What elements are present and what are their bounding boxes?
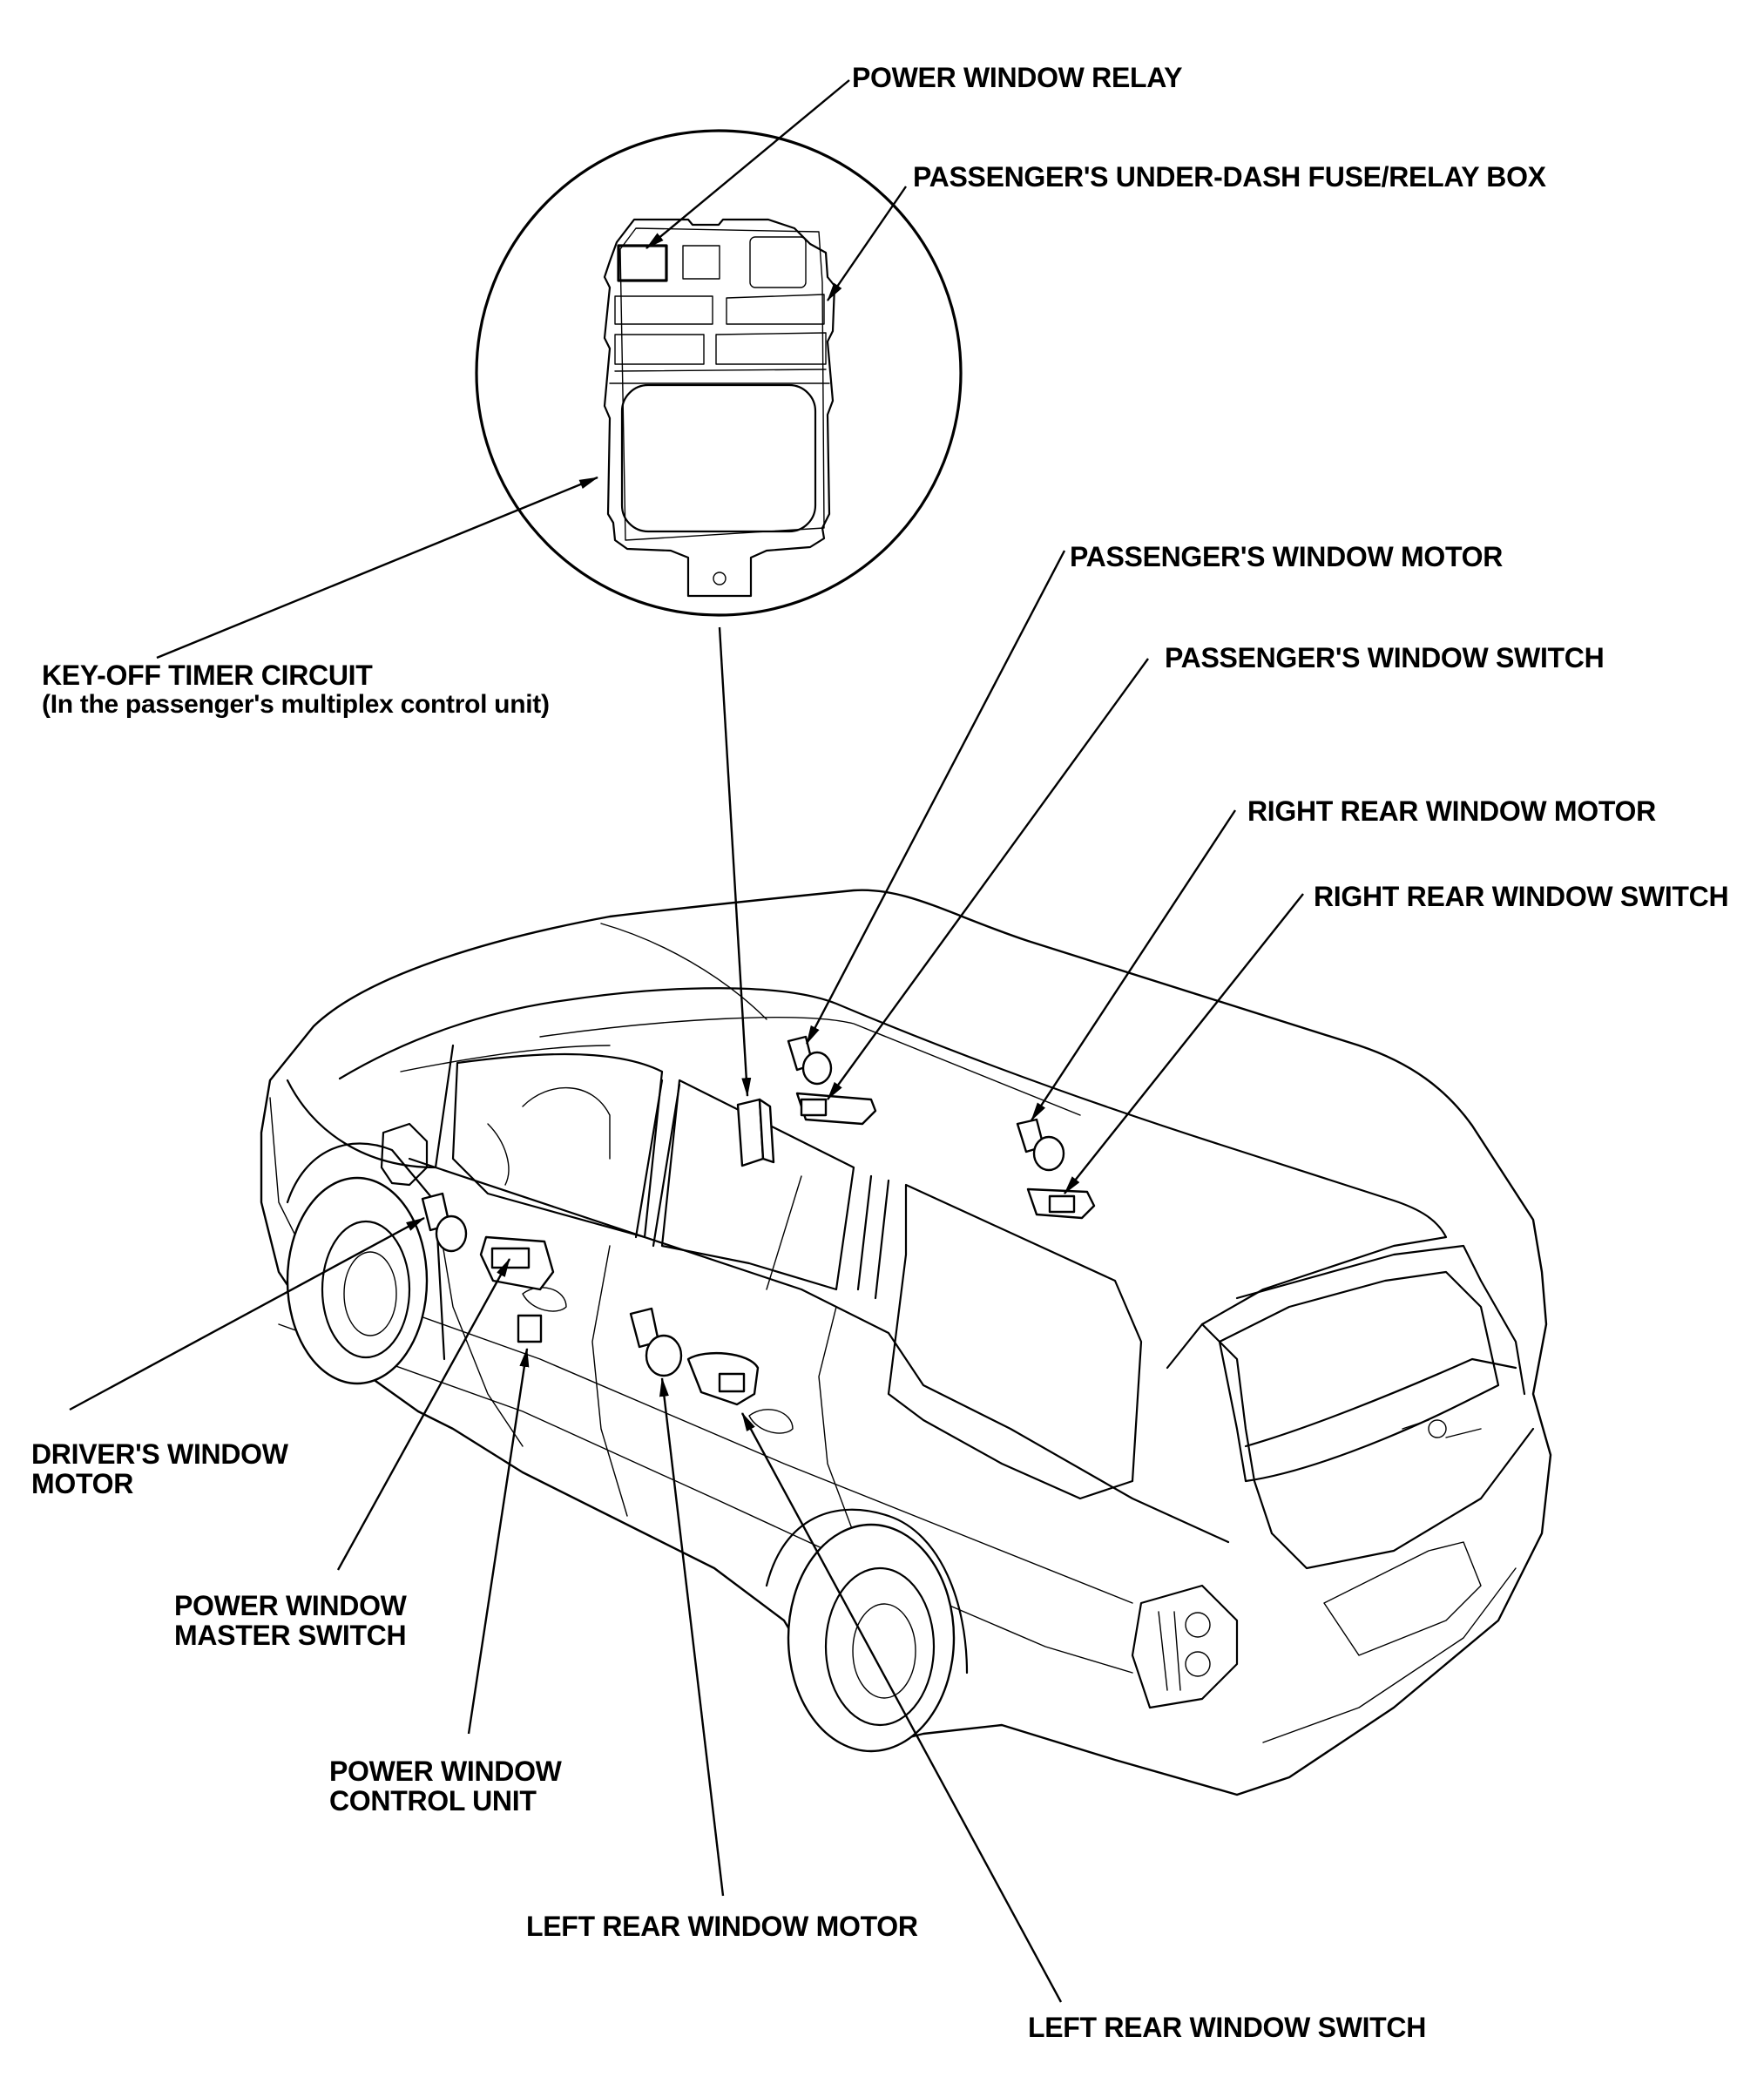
label-right-rear-window-switch: RIGHT REAR WINDOW SWITCH xyxy=(1314,881,1729,912)
label-control-unit-line2: CONTROL UNIT xyxy=(329,1785,537,1817)
vehicle-icon xyxy=(260,889,1552,1796)
label-passenger-window-motor: PASSENGER'S WINDOW MOTOR xyxy=(1070,541,1504,572)
leader-lines xyxy=(69,79,1304,2003)
label-left-rear-window-motor: LEFT REAR WINDOW MOTOR xyxy=(526,1911,918,1942)
control-unit-icon xyxy=(736,1098,775,1167)
label-master-switch: POWER WINDOW MASTER SWITCH xyxy=(174,1591,407,1650)
left-rear-window-motor-icon xyxy=(629,1307,683,1377)
label-right-rear-window-motor: RIGHT REAR WINDOW MOTOR xyxy=(1247,795,1656,827)
driver-window-motor-icon xyxy=(421,1192,468,1253)
detail-circle xyxy=(475,129,963,617)
label-driver-window-motor-line1: DRIVER'S WINDOW xyxy=(31,1438,288,1470)
label-left-rear-window-switch: LEFT REAR WINDOW SWITCH xyxy=(1028,2012,1427,2043)
label-master-switch-line1: POWER WINDOW xyxy=(174,1590,407,1621)
label-master-switch-line2: MASTER SWITCH xyxy=(174,1620,407,1651)
left-rear-window-switch-icon xyxy=(686,1351,760,1406)
fuse-relay-box-icon xyxy=(603,218,836,598)
label-driver-window-motor-line2: MOTOR xyxy=(31,1468,134,1499)
power-window-control-unit-icon xyxy=(517,1314,543,1343)
label-key-off-timer-note: (In the passenger's multiplex control un… xyxy=(42,690,550,719)
right-rear-window-motor-icon xyxy=(1016,1118,1065,1172)
right-rear-window-switch-icon xyxy=(1026,1187,1096,1220)
label-control-unit: POWER WINDOW CONTROL UNIT xyxy=(329,1756,562,1816)
passenger-window-motor-icon xyxy=(787,1035,833,1086)
label-driver-window-motor: DRIVER'S WINDOW MOTOR xyxy=(31,1439,288,1499)
passenger-window-switch-icon xyxy=(795,1092,877,1126)
label-fuse-relay-box: PASSENGER'S UNDER-DASH FUSE/RELAY BOX xyxy=(913,161,1546,193)
label-power-window-relay: POWER WINDOW RELAY xyxy=(852,62,1183,93)
label-key-off-timer: KEY-OFF TIMER CIRCUIT (In the passenger'… xyxy=(42,660,550,720)
label-key-off-timer-title: KEY-OFF TIMER CIRCUIT xyxy=(42,660,373,691)
label-control-unit-line1: POWER WINDOW xyxy=(329,1756,562,1787)
label-passenger-window-switch: PASSENGER'S WINDOW SWITCH xyxy=(1165,642,1605,673)
